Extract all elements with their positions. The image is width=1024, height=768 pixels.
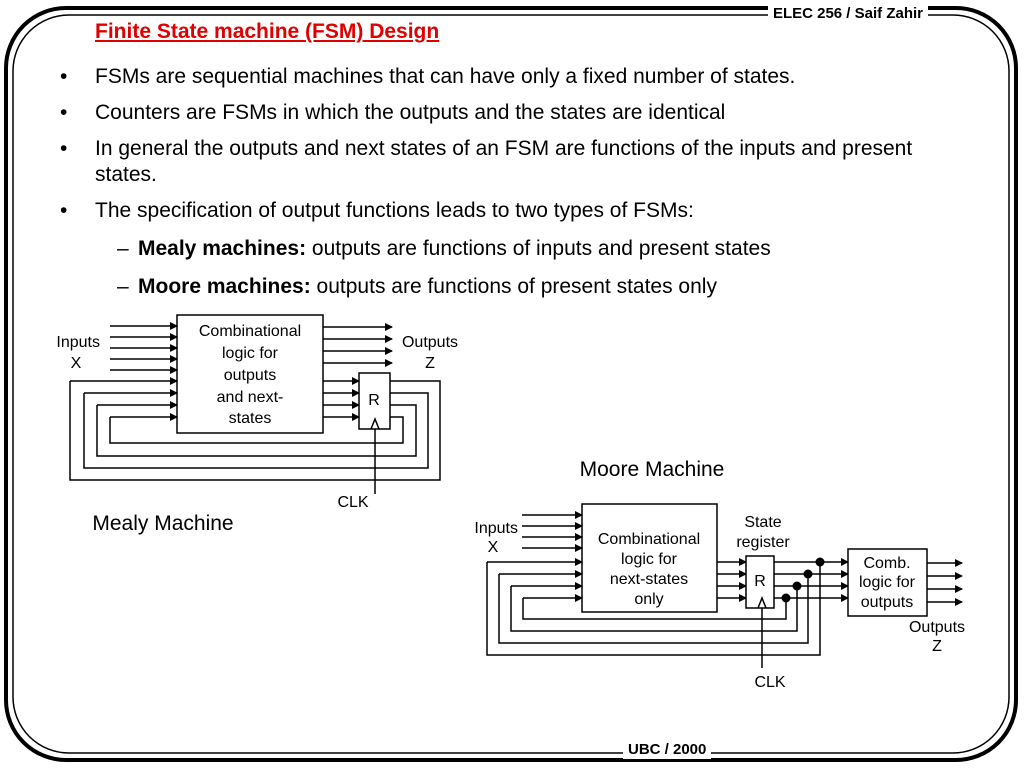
mealy-logic-line: outputs [224, 367, 276, 384]
moore-clk-label: CLK [754, 674, 785, 691]
mealy-caption: Mealy Machine [92, 512, 233, 535]
moore-logic-line: only [634, 591, 663, 608]
bullet-item: In general the outputs and next states o… [58, 136, 978, 188]
bullet-text: The specification of output functions le… [95, 199, 694, 222]
moore-output-logic-line: Comb. [863, 555, 910, 572]
term-mealy: Mealy machines: [138, 237, 307, 260]
mealy-inputs-label: Inputs [56, 334, 100, 351]
moore-output-logic-line: outputs [861, 594, 913, 611]
bullet-item: The specification of output functions le… [58, 198, 978, 300]
term-moore: Moore machines: [138, 275, 311, 298]
moore-state-register-label: register [736, 534, 790, 551]
mealy-logic-line: states [229, 410, 272, 427]
bullet-list: FSMs are sequential machines that can ha… [58, 64, 978, 310]
sub-bullet-list: Mealy machines: outputs are functions of… [95, 236, 978, 300]
bullet-item: FSMs are sequential machines that can ha… [58, 64, 978, 90]
course-header: ELEC 256 / Saif Zahir [767, 5, 928, 23]
desc-moore: outputs are functions of present states … [310, 275, 717, 298]
moore-inputs-label: Inputs [474, 520, 518, 537]
mealy-logic-block [176, 314, 324, 434]
sub-bullet-mealy: Mealy machines: outputs are functions of… [95, 236, 978, 262]
moore-logic-line: next-states [610, 571, 688, 588]
bullet-item: Counters are FSMs in which the outputs a… [58, 100, 978, 126]
moore-outputs-label: Outputs [909, 619, 965, 636]
moore-logic-line: logic for [621, 551, 678, 568]
moore-output-logic-line: logic for [859, 574, 916, 591]
mealy-logic-line: logic for [222, 345, 279, 362]
slide-title: Finite State machine (FSM) Design [95, 20, 440, 43]
mealy-logic-line: and next- [217, 389, 284, 406]
moore-logic-block [581, 503, 718, 613]
moore-state-register-label: State [744, 514, 781, 531]
mealy-clk-label: CLK [337, 494, 368, 511]
moore-register [745, 555, 775, 609]
moore-outputs-var: Z [932, 638, 942, 655]
moore-logic-line: Combinational [598, 531, 700, 548]
moore-caption: Moore Machine [580, 458, 725, 481]
moore-register-label: R [754, 573, 766, 590]
desc-mealy: outputs are functions of inputs and pres… [306, 237, 771, 260]
mealy-logic-line: Combinational [199, 323, 301, 340]
mealy-outputs-label: Outputs [402, 334, 458, 351]
footer-label: UBC / 2000 [623, 741, 712, 759]
mealy-inputs-var: X [71, 355, 82, 372]
moore-output-logic-block [847, 548, 928, 617]
mealy-outputs-var: Z [425, 355, 435, 372]
mealy-register-label: R [368, 392, 380, 409]
moore-inputs-var: X [488, 539, 499, 556]
sub-bullet-moore: Moore machines: outputs are functions of… [95, 274, 978, 300]
